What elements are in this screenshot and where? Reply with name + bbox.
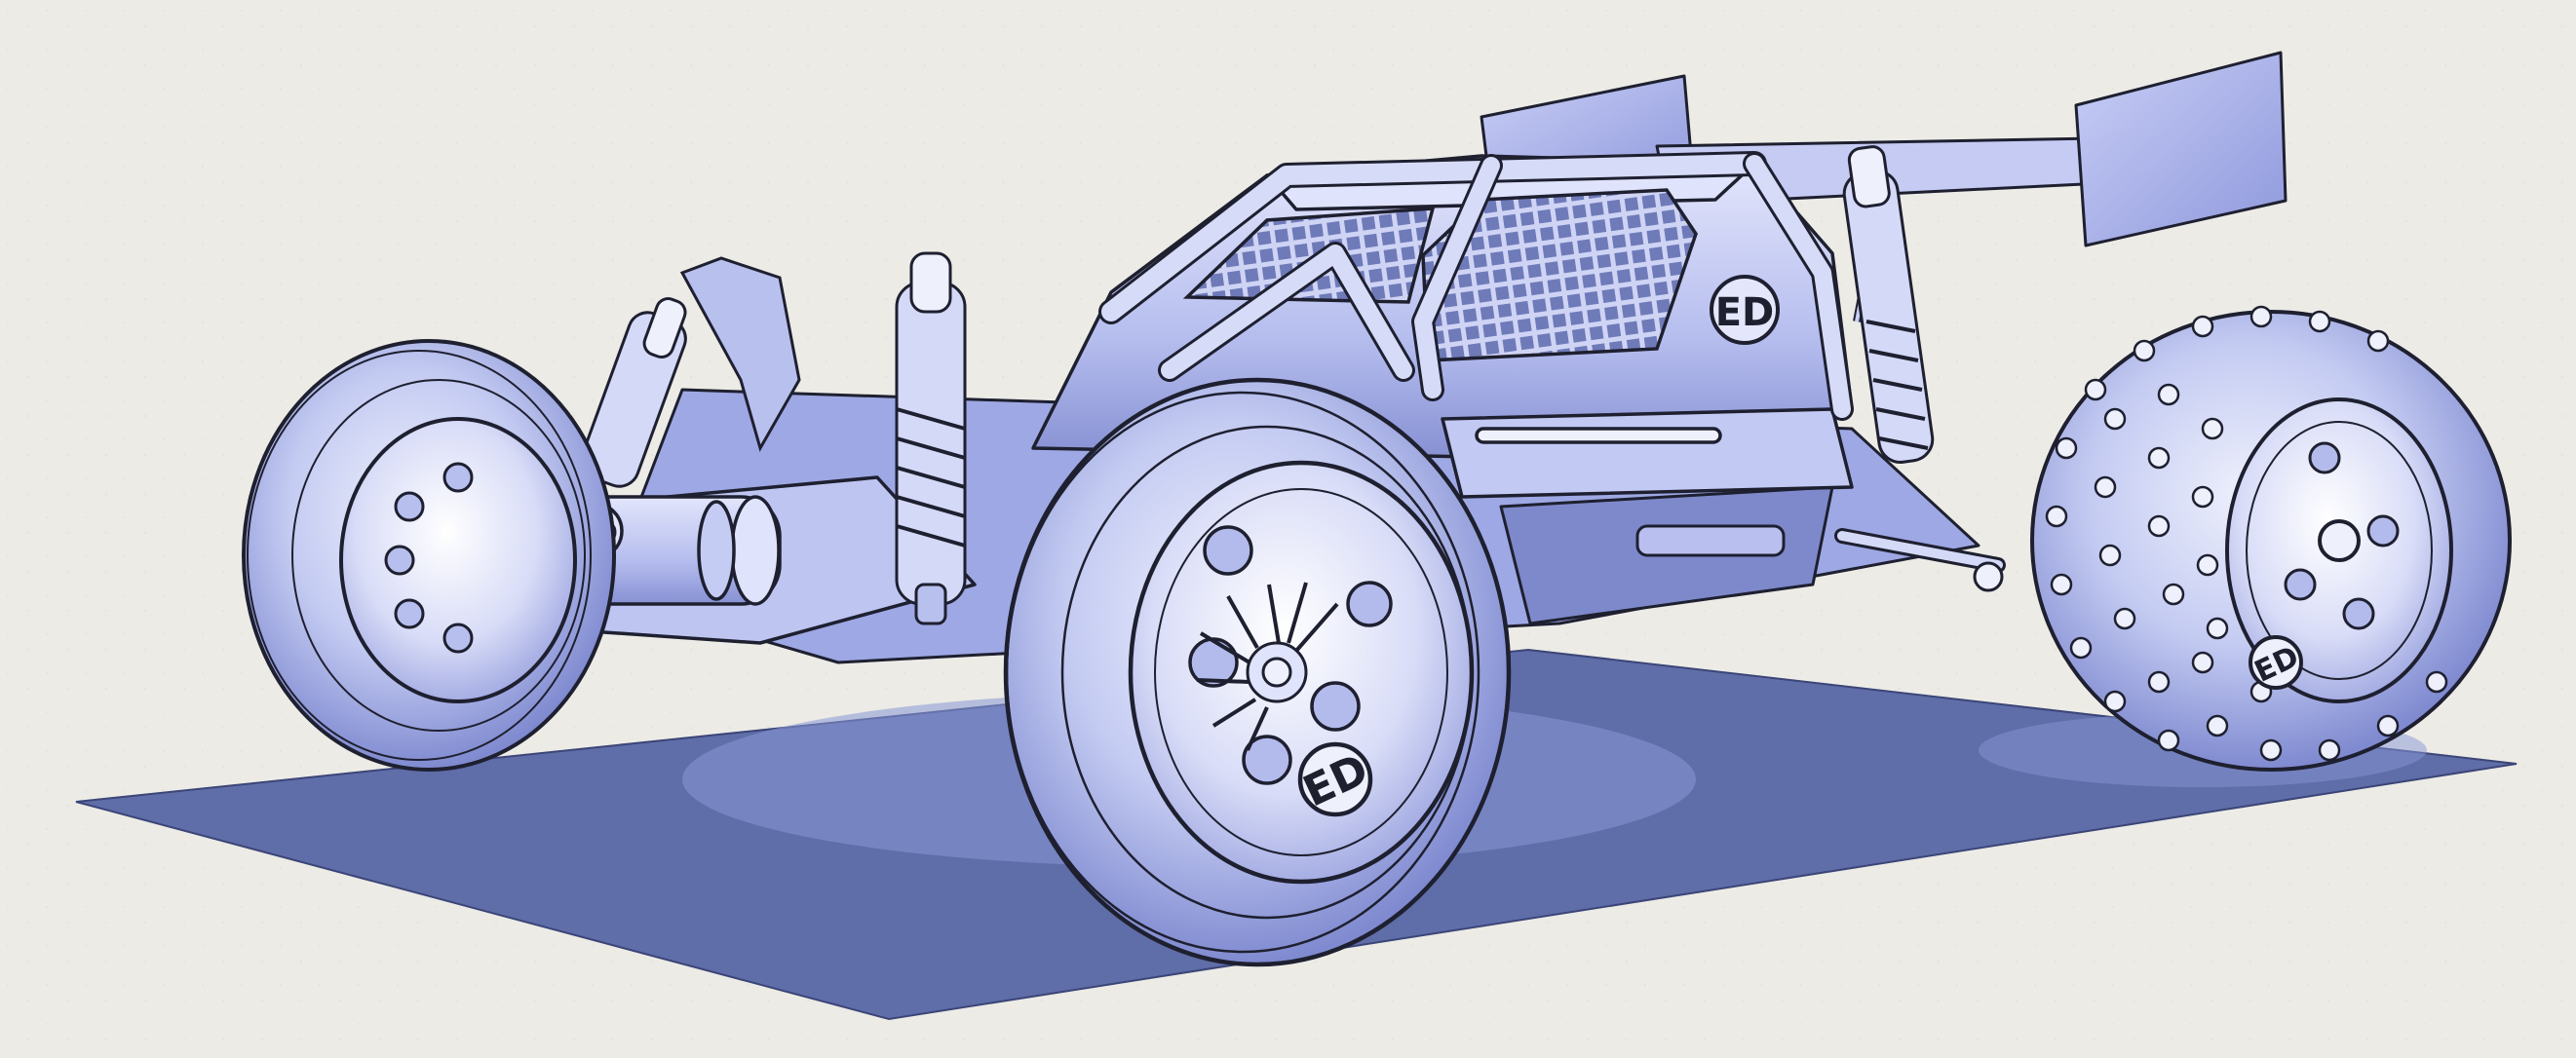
vent-grilles [1182, 188, 1698, 362]
front-shocks [580, 251, 967, 625]
front-right-wheel [1003, 377, 1512, 967]
wing-right-endplate [2074, 51, 2288, 247]
side-pod [1441, 407, 1854, 499]
front-right-shock [895, 251, 967, 625]
body-logo: ED [1710, 275, 1780, 345]
front-right-rim-holes [1188, 525, 1393, 785]
rear-right-wheel [2030, 305, 2512, 772]
front-left-wheel [242, 339, 616, 772]
front-left-rim [339, 417, 577, 703]
front-right-hub [1196, 582, 1339, 751]
body-logo-text: ED [1715, 290, 1775, 335]
roll-cage [1098, 151, 1854, 421]
front-left-shock [580, 297, 687, 488]
rear-shock [1834, 145, 2006, 592]
left-vent-grille [1182, 207, 1436, 304]
rear-tire-spikes [2045, 305, 2448, 762]
